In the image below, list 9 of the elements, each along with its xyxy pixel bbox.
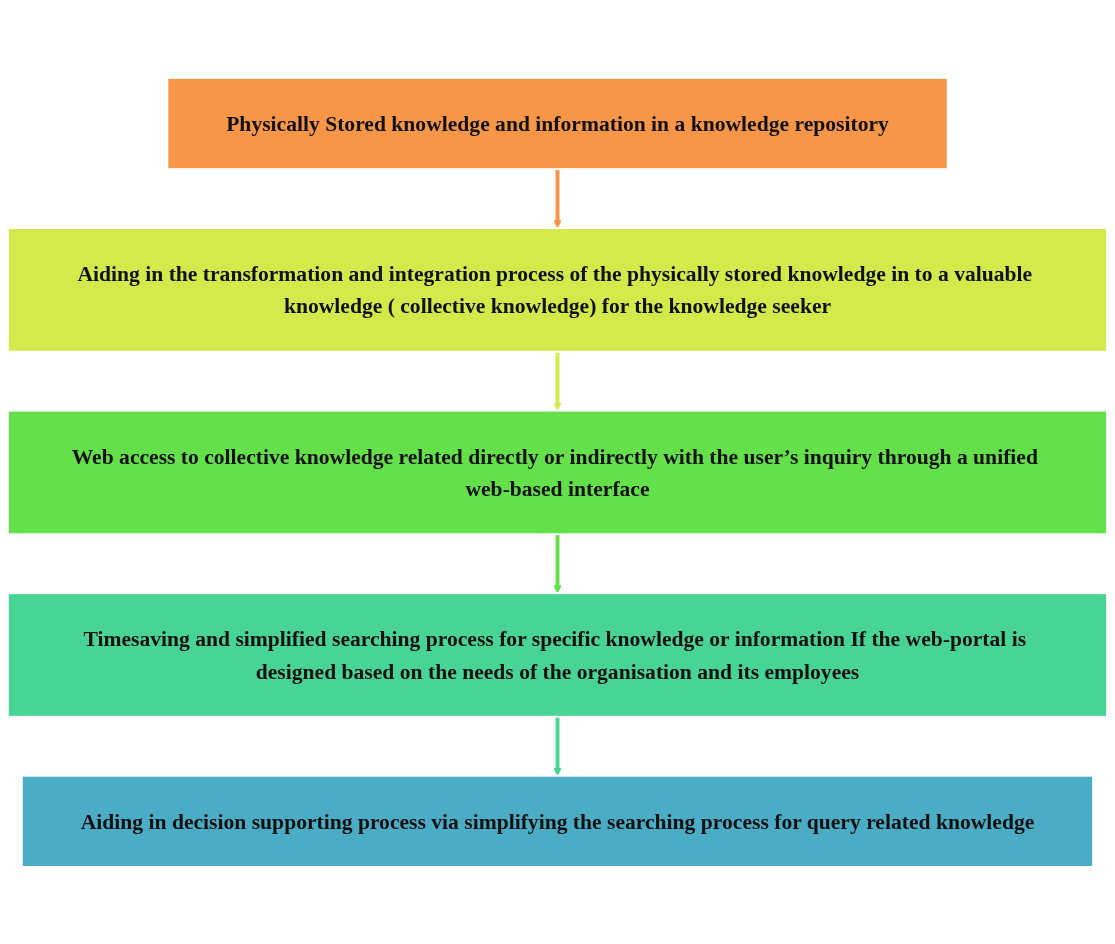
arrow — [553, 716, 562, 776]
node-box: Aiding in decision supporting process via simplifying the searching process for query related knowledge — [20, 774, 1095, 868]
node-box: Physically Stored knowledge and information in a knowledge repository — [166, 76, 949, 170]
node-box: Aiding in the transformation and integration process of the physically stored knowledge in to a valuable knowledge ( collective knowledge) for the knowledge seeker — [6, 226, 1109, 353]
node-box: Timesaving and simplified searching process for specific knowledge or information If the web-portal is designed based on the needs of the organisation and its employees — [6, 591, 1109, 718]
arrow — [553, 351, 562, 411]
arrow — [553, 168, 562, 228]
arrow — [553, 533, 562, 594]
node-box: Web access to collective knowledge related directly or indirectly with the user’s inquiry through a unified web-based interface — [6, 409, 1109, 535]
